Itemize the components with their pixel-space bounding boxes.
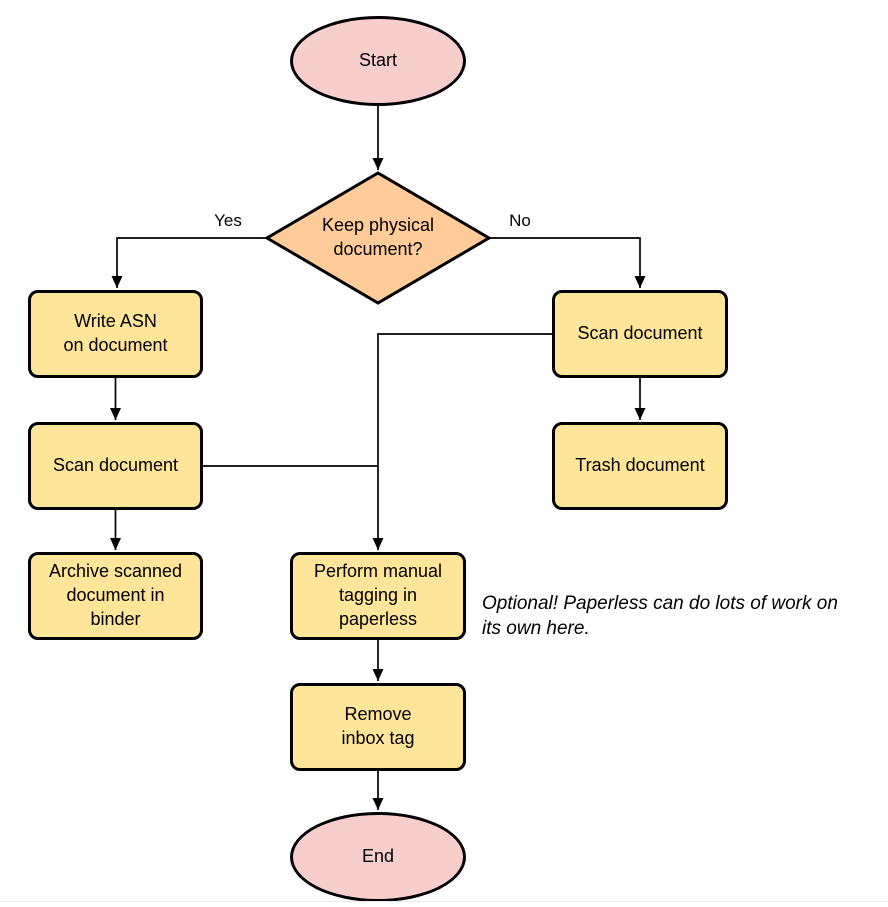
- node-scan-document-left: Scan document: [28, 422, 203, 510]
- node-scan-document-right: Scan document: [552, 290, 728, 378]
- annotation-optional-note: Optional! Paperless can do lots of work …: [482, 593, 838, 640]
- node-scan-document-left-label: Scan document: [52, 455, 179, 476]
- node-start-label: Start: [358, 50, 397, 71]
- edge-label-no: No: [509, 211, 531, 230]
- node-archive-binder: Archive scanned document in binder: [28, 552, 203, 640]
- edge-decision-no: [490, 237, 646, 288]
- edge-label-yes: Yes: [214, 211, 242, 230]
- decision-diamond-shape: [264, 171, 492, 305]
- node-manual-tagging-label: Perform manual tagging in paperless: [313, 561, 443, 629]
- node-decision-label: Keep physical document?: [321, 215, 435, 259]
- node-end: End: [290, 812, 466, 902]
- edge-scanright-tagging: [372, 333, 552, 550]
- node-remove-inbox-tag-label: Remove inbox tag: [341, 704, 415, 748]
- node-remove-inbox-tag: Remove inbox tag: [290, 683, 466, 771]
- node-start: Start: [290, 16, 466, 106]
- node-end-label: End: [361, 846, 395, 867]
- node-manual-tagging: Perform manual tagging in paperless: [290, 552, 466, 640]
- edge-decision-yes: [111, 237, 266, 288]
- node-write-asn-label: Write ASN on document: [63, 311, 168, 355]
- node-archive-binder-label: Archive scanned document in binder: [48, 561, 183, 629]
- node-trash-document-label: Trash document: [575, 455, 705, 476]
- node-scan-document-right-label: Scan document: [577, 323, 703, 344]
- bottom-divider: [0, 901, 888, 902]
- node-trash-document: Trash document: [552, 422, 728, 510]
- node-write-asn: Write ASN on document: [28, 290, 203, 378]
